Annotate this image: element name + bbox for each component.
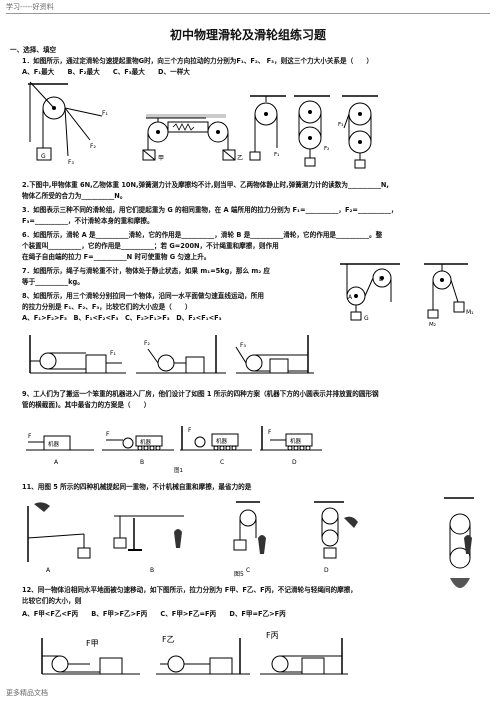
q6-line3: 在绳子自由端的拉力 F=__________N 时可使重物 G 匀速上升。: [22, 253, 211, 261]
label-machine: 机器: [290, 437, 302, 445]
label-f: F: [28, 433, 32, 440]
q12-options: A、F甲<F乙<F丙 B、F甲>F乙>F丙 C、F甲>F乙=F丙 D、F甲=F乙…: [22, 610, 286, 618]
q7-line2: 等于__________kg。: [22, 278, 84, 286]
q8-options: A、F₁>F₂>F₃ B、F₁<F₂<F₃ C、F₂>F₁>F₃ D、F₂<F₁…: [22, 314, 222, 322]
q9-line1: 9、工人们为了搬运一个笨重的机器进入厂房，他们设计了如图 1 所示的四种方案（机…: [22, 390, 379, 398]
header-divider: [6, 13, 490, 14]
label-f3b: F₃: [338, 122, 343, 128]
q9-line2: 管的横截面)。其中最省力的方案是（ ）: [22, 401, 151, 409]
q12-pulleys-figure: F甲 F乙 F丙: [41, 631, 348, 675]
label-f3: F₃: [68, 159, 74, 166]
label-machine: 机器: [140, 438, 152, 446]
label-g: G: [364, 315, 369, 322]
label-f: F: [106, 431, 110, 438]
label-f2: F₂: [144, 340, 150, 347]
q1-fixed-pulley-figure: G F₁ F₂ F₃: [28, 81, 108, 166]
label-c: C: [220, 459, 224, 466]
label-a: A: [46, 567, 51, 574]
page-footer: 更多精品文档: [6, 689, 48, 697]
label-machine: 机器: [48, 440, 60, 448]
label-machine: 机器: [216, 437, 228, 445]
label-yi: 乙: [237, 155, 243, 162]
q3-line1: 3．如图表示三种不同的滑轮组，用它们提起重为 G 的相同重物，在 A 端所用的拉…: [22, 206, 398, 214]
label-c: C: [246, 567, 250, 574]
label-a: A: [54, 459, 59, 466]
q6-q7-pulley-figure: B A G M₂ M₁: [340, 263, 474, 328]
label-b: B: [140, 459, 144, 466]
q7-line1: 7．如图所示，绳子与滑轮重不计，物体处于静止状态，如果 m₁=5kg，那么 m₂…: [22, 267, 271, 275]
label-a: A: [348, 294, 353, 301]
q2-spring-scale-figure: 甲 乙: [142, 114, 243, 162]
q2-line2: 物体乙所受的合力为__________N。: [22, 192, 127, 200]
q2-line1: 2.下图中,甲物体重 6N,乙物体重 10N,弹簧测力计及摩擦均不计,则当甲、乙…: [22, 181, 389, 189]
label-b: B: [379, 276, 383, 283]
label-fyi: F乙: [162, 635, 175, 644]
q1-text: 1．如图所示，通过定滑轮匀速提起重物G时，向三个方向拉动的力分别为F₁、F₂、 …: [22, 57, 373, 65]
label-f: F: [268, 429, 272, 436]
q11-machines-figure: A B C D 图5: [27, 497, 474, 588]
q9-machine-figure: 机器 F A 机器 F B 机器 F C 机器: [26, 426, 322, 474]
q1-options: A、F₁最大 B、F₂最大 C、F₃最大 D、一样大: [22, 68, 190, 76]
figure-caption: 图1: [174, 466, 183, 474]
q3-line2: F₃=__________，不计滑轮本身的重和摩擦。: [22, 217, 154, 225]
label-jia: 甲: [158, 155, 164, 162]
q6-line1: 6．如图所示，滑轮 A 是__________滑轮，它的作用是_________…: [22, 231, 383, 239]
q11-line1: 11、用图 5 所示的四种机械提起同一重物，不计机械自重和摩擦，最省力的是: [22, 483, 252, 491]
q8-line1: 8、如图所示，用三个滑轮分别拉同一个物体，沿同一水平面做匀速直线运动，所用: [22, 292, 264, 300]
label-m1: M₁: [466, 309, 474, 316]
label-m2: M₂: [429, 322, 436, 328]
label-fbing: F丙: [266, 631, 279, 640]
label-f2: F₂: [90, 143, 96, 150]
label-f1b: F₁: [274, 152, 279, 158]
q12-line1: 12、同一物体沿相同水平地面被匀速移动，如下图所示，拉力分别为 F甲、F乙、F丙…: [22, 586, 357, 594]
q8-line2: 的拉力分别是 F₁、F₂、F₃，比较它们的大小应是（ ）: [22, 303, 192, 311]
label-g: G: [41, 153, 46, 160]
label-d: D: [292, 459, 297, 466]
page-header: 学习-----好资料: [6, 3, 54, 11]
label-b: B: [150, 567, 154, 574]
q6-line2: 个装置叫__________，它的作用是__________；若 G=200N，…: [22, 242, 279, 250]
label-d: D: [324, 567, 329, 574]
label-fjia: F甲: [86, 639, 99, 648]
section-heading: 一、选择、填空: [10, 46, 57, 54]
label-f1: F₁: [110, 350, 116, 357]
label-f: F: [188, 427, 192, 434]
q8-horizontal-pulleys-figure: F₁ F₂ F₃: [29, 335, 314, 374]
q3-pulley-systems-figure: F₁ F₂ F₃: [249, 95, 378, 169]
page-title: 初中物理滑轮及滑轮组练习题: [169, 28, 326, 42]
label-f3: F₃: [240, 342, 246, 349]
q12-line2: 比较它们的大小，则: [22, 597, 82, 605]
label-f2b: F₂: [324, 146, 329, 152]
label-f1: F₁: [102, 110, 108, 117]
figure-caption: 图5: [234, 571, 244, 578]
